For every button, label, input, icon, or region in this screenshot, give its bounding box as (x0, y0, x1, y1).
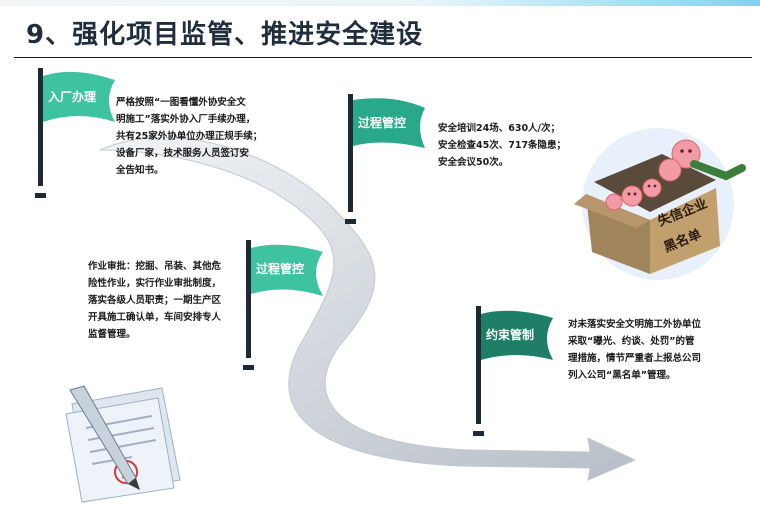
text-line: 明施工”落实外协入厂手续办理， (116, 111, 262, 128)
text-line: 险性作业，实行作业审批制度， (88, 275, 221, 292)
text-line: 对未落实安全文明施工外协单位 (568, 316, 701, 333)
text-line: 安全培训24场、630人/次； (438, 120, 566, 137)
text-line: 安全检查45次、717条隐患； (438, 137, 566, 154)
blacklist-box-illustration: 失信企业 黑名单 (566, 124, 752, 280)
flag-process-2: 过程管控 (246, 240, 326, 370)
flag-base (35, 193, 46, 198)
text-line: 严格按照“一图看懂外协安全文 (116, 94, 262, 111)
text-line: 监督管理。 (88, 326, 221, 343)
flag-entry: 入厂办理 (38, 68, 118, 198)
contract-pen-illustration (62, 384, 192, 504)
text-line: 设备厂家，技术服务人员签订安 (116, 145, 262, 162)
text-line: 作业审批：挖掘、吊装、其他危 (88, 258, 221, 275)
process-stats: 安全培训24场、630人/次； 安全检查45次、717条隐患； 安全会议50次。 (438, 120, 566, 171)
text-line: 开具施工确认单，车间安排专人 (88, 309, 221, 326)
flag-label: 过程管控 (358, 114, 406, 131)
flag-label: 过程管控 (256, 260, 304, 277)
text-line: 理措施，情节严重者上报总公司 (568, 350, 701, 367)
flag-label: 入厂办理 (48, 88, 96, 105)
flag-base (345, 219, 356, 224)
text-line: 全告知书。 (116, 162, 262, 179)
text-line: 列入公司“黑名单”管理。 (568, 367, 701, 384)
text-line: 安全会议50次。 (438, 154, 566, 171)
flag-process-1: 过程管控 (348, 94, 428, 224)
text-line: 共有25家外协单位办理正规手续； (116, 128, 262, 145)
flag-label: 约束管制 (486, 326, 534, 343)
entry-description: 严格按照“一图看懂外协安全文 明施工”落实外协入厂手续办理， 共有25家外协单位… (116, 94, 262, 179)
work-approval-description: 作业审批：挖掘、吊装、其他危 险性作业，实行作业审批制度， 落实各级人员职责；一… (88, 258, 221, 343)
restriction-description: 对未落实安全文明施工外协单位 采取“曝光、约谈、处罚”的管 理措施，情节严重者上… (568, 316, 701, 384)
text-line: 采取“曝光、约谈、处罚”的管 (568, 333, 701, 350)
flag-base (243, 365, 254, 370)
flag-restriction: 约束管制 (476, 306, 556, 436)
flag-base (473, 431, 484, 436)
text-line: 落实各级人员职责；一期生产区 (88, 292, 221, 309)
